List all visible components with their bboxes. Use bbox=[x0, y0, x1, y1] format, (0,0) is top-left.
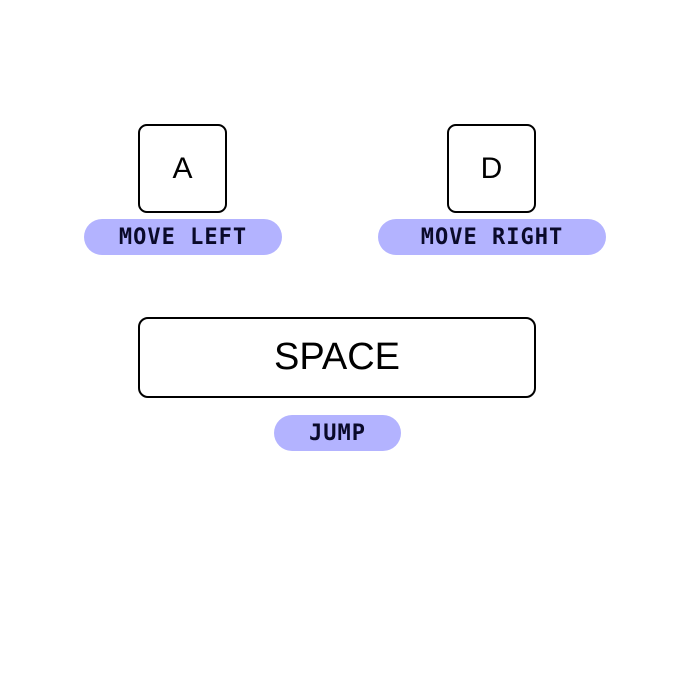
key-d: D bbox=[447, 124, 536, 213]
move-left-label: MOVE LEFT bbox=[84, 219, 282, 255]
jump-label: JUMP bbox=[274, 415, 401, 451]
key-space: SPACE bbox=[138, 317, 536, 398]
move-right-label: MOVE RIGHT bbox=[378, 219, 606, 255]
key-a: A bbox=[138, 124, 227, 213]
